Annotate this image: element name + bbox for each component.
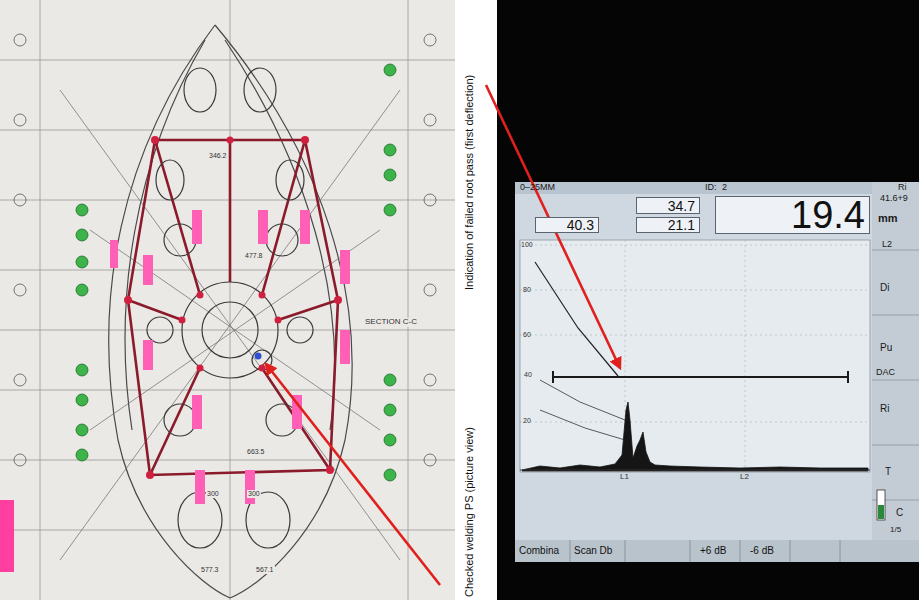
reading-value: 21.1 [668,218,695,232]
softkey-label: Scan Db [574,545,612,556]
dimension-label: 663.5 [246,448,266,456]
reading-field: 40.3 [535,217,599,233]
menu-label: Di [880,282,889,293]
dimension-label: 300 [247,490,261,498]
softkey-label: +6 dB [700,545,726,556]
menu-label: Pu [880,342,892,353]
callout-caption: Checked welding PS (picture view) [463,427,475,597]
axis-tick: 60 [523,331,531,339]
reading-field: 21.1 [636,217,700,233]
dimension-label: 577.3 [200,566,220,574]
menu-label: Ri [880,403,889,414]
dimension-label: 477.8 [244,252,264,260]
softkey-label: Combina [519,545,559,556]
axis-tick: 100 [521,241,533,249]
leg-marker: L2 [740,473,749,482]
unit-label: mm [878,212,898,224]
id-value: 2 [722,183,727,193]
axis-tick: 80 [523,286,531,294]
menu-label: C [896,507,903,518]
section-label: SECTION C-C [364,318,418,327]
axis-tick: 40 [523,371,533,379]
dac-label: DAC [876,368,895,378]
reading-field: 34.7 [636,197,700,214]
axis-tick: 20 [523,417,531,425]
menu-label: Ri [898,183,907,193]
dimension-label: 346.2 [208,152,228,160]
leg-label: L2 [882,240,892,250]
main-reading-field: 19.4 [715,196,870,234]
softkey-label: -6 dB [750,545,774,556]
menu-value: 41.6+9 [880,194,908,204]
page-label: 1/5 [890,526,901,535]
menu-label: T [885,466,891,477]
dimension-label: 300 [206,490,220,498]
dimension-label: 567.1 [255,566,275,574]
callout-caption: Indication of failed root pass (first de… [463,75,475,290]
id-label: ID: [705,183,717,193]
leg-marker: L1 [620,473,629,482]
reading-value: 34.7 [668,199,695,213]
reading-value: 40.3 [567,218,594,232]
reading-value: 19.4 [791,196,865,234]
range-label: 0–25MM [520,183,555,193]
